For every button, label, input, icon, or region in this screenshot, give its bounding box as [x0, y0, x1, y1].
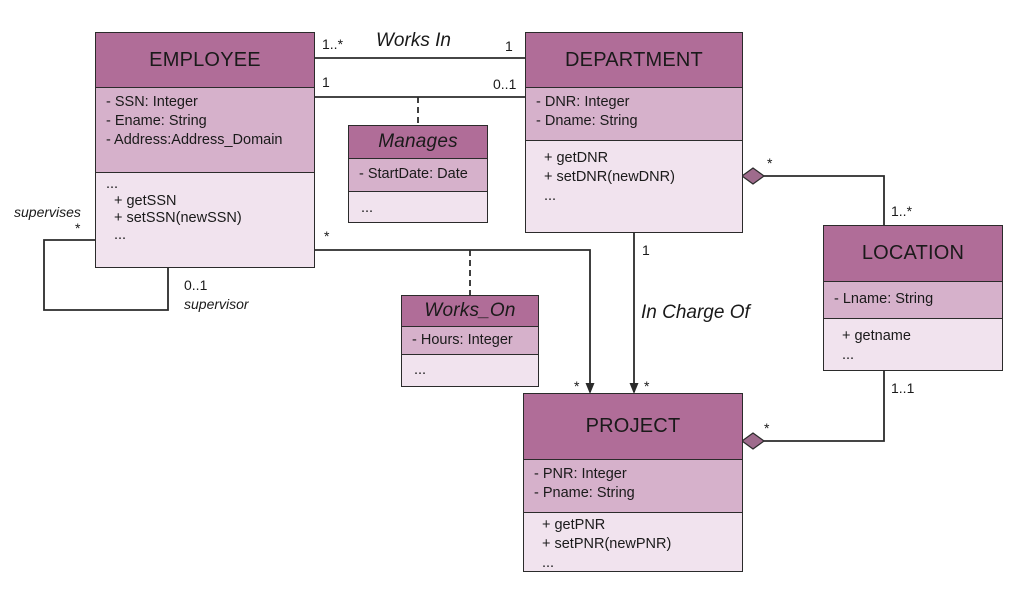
- supervisor-role-label: supervisor: [184, 296, 249, 312]
- method-ellipsis: ...: [114, 227, 127, 243]
- class-name: DEPARTMENT: [526, 33, 742, 88]
- manages-association-class[interactable]: Manages - StartDate: Date ...: [348, 125, 488, 223]
- dept-location-line: [764, 175, 885, 226]
- method: + setSSN(newSSN): [114, 210, 242, 226]
- attributes-section: - StartDate: Date: [349, 159, 487, 192]
- method: + getPNR: [542, 517, 606, 533]
- works-on-employee-multiplicity: *: [324, 228, 330, 244]
- methods-section: ... + getSSN + setSSN(newSSN) ...: [96, 173, 314, 244]
- project-class[interactable]: PROJECT - PNR: Integer - Pname: String +…: [523, 393, 743, 572]
- method: + setPNR(newPNR): [542, 536, 672, 552]
- works-in-label: Works In: [376, 30, 451, 51]
- manages-department-multiplicity: 0..1: [493, 76, 517, 92]
- department-class[interactable]: DEPARTMENT - DNR: Integer - Dname: Strin…: [525, 32, 743, 233]
- attribute: - SSN: Integer: [106, 94, 198, 110]
- class-name: Works_On: [402, 296, 538, 327]
- class-name: Manages: [349, 126, 487, 159]
- class-name: LOCATION: [824, 226, 1002, 282]
- method-ellipsis: ...: [361, 200, 374, 216]
- supervision-self-loop: [43, 239, 169, 311]
- in-charge-of-department-multiplicity: 1: [642, 242, 650, 258]
- attribute: - Address:Address_Domain: [106, 132, 283, 148]
- project-aggregation-diamond: [740, 432, 766, 450]
- attributes-section: - SSN: Integer - Ename: String - Address…: [96, 88, 314, 173]
- project-location-location-multiplicity: 1..1: [891, 380, 915, 396]
- attributes-section: - PNR: Integer - Pname: String: [524, 460, 742, 513]
- attribute: - StartDate: Date: [359, 166, 468, 182]
- location-class[interactable]: LOCATION - Lname: String + getname ...: [823, 225, 1003, 371]
- project-location-project-multiplicity: *: [764, 420, 770, 436]
- project-location-line: [764, 370, 885, 442]
- methods-section: + getPNR + setPNR(newPNR) ...: [524, 513, 742, 573]
- supervisor-multiplicity: 0..1: [184, 277, 208, 293]
- in-charge-of-project-multiplicity: *: [644, 378, 650, 394]
- methods-section: + getname ...: [824, 319, 1002, 365]
- method: + getSSN: [114, 193, 177, 209]
- attributes-section: - Lname: String: [824, 282, 1002, 319]
- method: + setDNR(newDNR): [544, 169, 675, 185]
- dept-aggregation-diamond: [740, 167, 766, 185]
- method-ellipsis: ...: [542, 555, 555, 571]
- dept-location-department-multiplicity: *: [767, 155, 773, 171]
- supervises-role-label: supervises: [14, 204, 81, 220]
- methods-section: ...: [349, 192, 487, 218]
- method-ellipsis: ...: [842, 347, 855, 363]
- works-on-association-class[interactable]: Works_On - Hours: Integer ...: [401, 295, 539, 387]
- method-ellipsis: ...: [106, 176, 119, 192]
- attribute: - Dname: String: [536, 113, 638, 129]
- dept-location-location-multiplicity: 1..*: [891, 203, 913, 219]
- attributes-section: - DNR: Integer - Dname: String: [526, 88, 742, 141]
- method-ellipsis: ...: [414, 362, 427, 378]
- works-in-department-multiplicity: 1: [505, 38, 513, 54]
- method: + getname: [842, 328, 911, 344]
- works-on-arrowhead: [585, 383, 595, 394]
- attribute: - DNR: Integer: [536, 94, 630, 110]
- attribute: - Ename: String: [106, 113, 207, 129]
- attributes-section: - Hours: Integer: [402, 327, 538, 355]
- attribute: - PNR: Integer: [534, 466, 627, 482]
- works-on-line: [314, 249, 591, 392]
- in-charge-of-label: In Charge Of: [641, 302, 750, 323]
- methods-section: + getDNR + setDNR(newDNR) ...: [526, 141, 742, 206]
- works-on-project-multiplicity: *: [574, 378, 580, 394]
- method: + getDNR: [544, 150, 609, 166]
- method-ellipsis: ...: [544, 188, 557, 204]
- attribute: - Pname: String: [534, 485, 635, 501]
- in-charge-of-arrowhead: [629, 383, 639, 394]
- attribute: - Lname: String: [834, 291, 934, 307]
- employee-class[interactable]: EMPLOYEE - SSN: Integer - Ename: String …: [95, 32, 315, 268]
- class-name: PROJECT: [524, 394, 742, 460]
- works-in-employee-multiplicity: 1..*: [322, 36, 344, 52]
- class-name: EMPLOYEE: [96, 33, 314, 88]
- methods-section: ...: [402, 355, 538, 380]
- attribute: - Hours: Integer: [412, 332, 513, 348]
- supervises-multiplicity: *: [75, 220, 81, 236]
- manages-employee-multiplicity: 1: [322, 74, 330, 90]
